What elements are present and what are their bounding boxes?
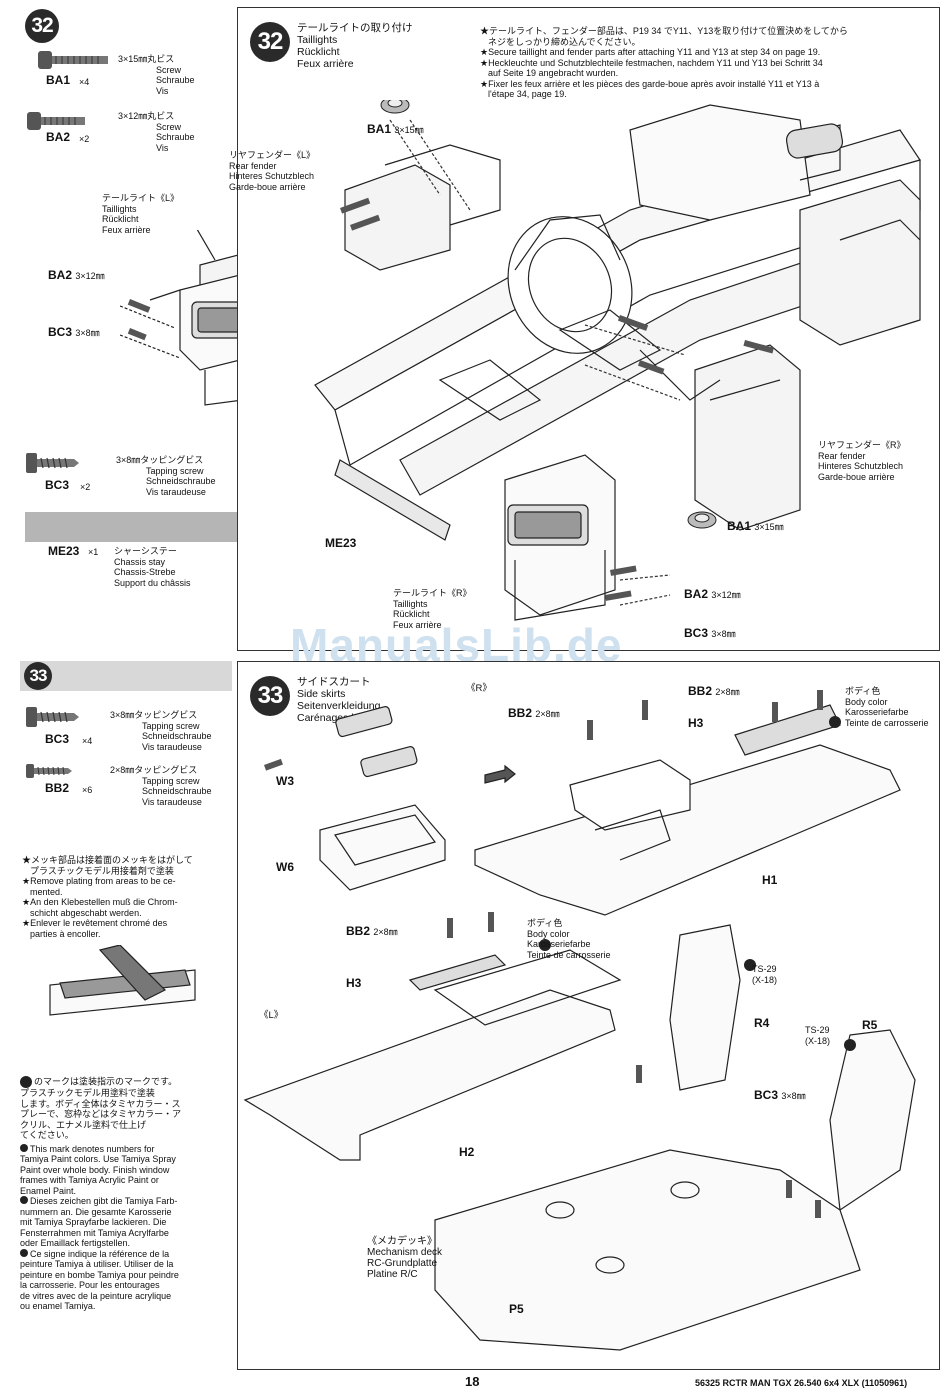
callout-ba1-bottom: BA1 3×15㎜ [727,519,784,533]
part-qty-bc3: ×2 [80,482,91,492]
part-qty-bb2: ×6 [82,785,93,795]
callout-p5: P5 [509,1302,524,1316]
body-color-label-a: ボディ色 Body color Karosseriefarbe Teinte d… [845,686,929,728]
rear-fender-l-label: リヤフェンダー《L》 Rear fender Hinteres Schutzbl… [229,150,316,192]
paint-mark-icon [20,1076,32,1088]
callout-bb2-a: BB2 2×8㎜ [688,684,740,698]
step-33-badge: 33 [250,676,290,716]
callout-ba1-top: BA1 3×15㎜ [367,122,424,136]
side-skirts-diagram [243,690,916,1351]
step-32-notes: ★テールライト、フェンダー部品は、P19 34 でY11、Y13を取り付けて位置… [480,26,848,99]
callout-bb2-b: BB2 2×8㎜ [508,706,560,720]
part-qty-ba1: ×4 [79,77,90,87]
paint-mark-icon [20,1248,28,1257]
part-code-ba1: BA1 [46,73,71,87]
part-desc-bb2: 2×8㎜タッピングビス Tapping screw Schneidschraub… [110,765,212,807]
callout-ba2-left: BA2 3×12㎜ [48,268,105,282]
step-32-title: テールライトの取り付け Taillights Rücklicht Feux ar… [297,22,413,70]
screw-ba2-icon [27,112,85,130]
part-code-bc3-33: BC3 [45,732,70,746]
callout-h2: H2 [459,1145,475,1159]
part-desc-bc3-33: 3×8㎜タッピングビス Tapping screw Schneidschraub… [110,710,212,752]
rear-fender-r-label: リヤフェンダー《R》 Rear fender Hinteres Schutzbl… [818,440,906,482]
ts29-label-b: TS-29 (X-18) [805,1025,831,1046]
part-code-me23: ME23 [48,544,80,558]
ts29-label-a: TS-29 (X-18) [752,964,778,985]
paint-mark-icon [20,1143,28,1152]
callout-me23: ME23 [325,536,357,550]
step-33-header-bar [20,661,232,691]
step-32-badge: 32 [250,22,290,62]
tapping-screw-bc3-icon [26,707,79,727]
page-number: 18 [465,1374,480,1389]
part-qty-me23: ×1 [88,547,99,557]
callout-l: 《L》 [259,1010,284,1021]
body-color-label-b: ボディ色 Body color Karosseriefarbe Teinte d… [527,918,611,960]
part-code-ba2: BA2 [46,130,71,144]
part-qty-ba2: ×2 [79,134,90,144]
paint-mark-icon [20,1196,28,1204]
model-info: 56325 RCTR MAN TGX 26.540 6x4 XLX (11050… [695,1378,908,1388]
mechanism-deck-label: 《メカデッキ》 Mechanism deck RC-Grundplatte Pl… [367,1236,443,1280]
callout-bc3-33: BC3 3×8㎜ [754,1088,806,1102]
screw-ba1-icon [38,51,108,69]
part-desc-me23: シャーシステー Chassis stay Chassis-Strebe Supp… [114,546,191,588]
paint-notes: のマークは塗装指示のマークです。 プラスチックモデル用塗料で塗装 します。ボディ… [20,1076,182,1311]
part-code-bb2: BB2 [45,781,70,795]
callout-r: 《R》 [466,683,492,694]
part-desc-ba2: 3×12㎜丸ビス Screw Schraube Vis [118,111,195,153]
callout-bc3-right: BC3 3×8㎜ [684,626,736,640]
chassis-stay-me23-swatch [25,512,253,542]
callout-r5: R5 [862,1018,878,1032]
plating-notes: ★メッキ部品は接着面のメッキをはがして プラスチックモデル用接着剤で塗装 ★Re… [22,855,193,939]
callout-ba2-right: BA2 3×12㎜ [684,587,741,601]
callout-bb2-c: BB2 2×8㎜ [346,924,398,938]
callout-r4: R4 [754,1016,770,1030]
callout-h3-b: H3 [346,976,362,990]
chassis-assembly-diagram [314,100,921,621]
tapping-screw-bc3-icon [26,453,79,473]
callout-bc3-left: BC3 3×8㎜ [48,325,100,339]
part-code-bc3: BC3 [45,478,70,492]
callout-w6: W6 [276,860,294,874]
ba1-washer-top [380,100,410,114]
callout-h1: H1 [762,873,778,887]
callout-w3: W3 [276,774,294,788]
tapping-screw-bb2-icon [26,764,72,778]
callout-h3-a: H3 [688,716,704,730]
scraping-plating-diagram [49,945,196,1016]
taillight-l-label: テールライト《L》 Taillights Rücklicht Feux arri… [102,193,180,235]
part-qty-bc3-33: ×4 [82,736,93,746]
step-32-badge-left: 32 [25,9,59,43]
step-33-badge-left: 33 [24,662,52,690]
taillight-r-label: テールライト《R》 Taillights Rücklicht Feux arri… [393,588,472,630]
part-desc-bc3: 3×8㎜タッピングビス Tapping screw Schneidschraub… [116,455,216,497]
part-desc-ba1: 3×15㎜丸ビス Screw Schraube Vis [118,54,195,96]
